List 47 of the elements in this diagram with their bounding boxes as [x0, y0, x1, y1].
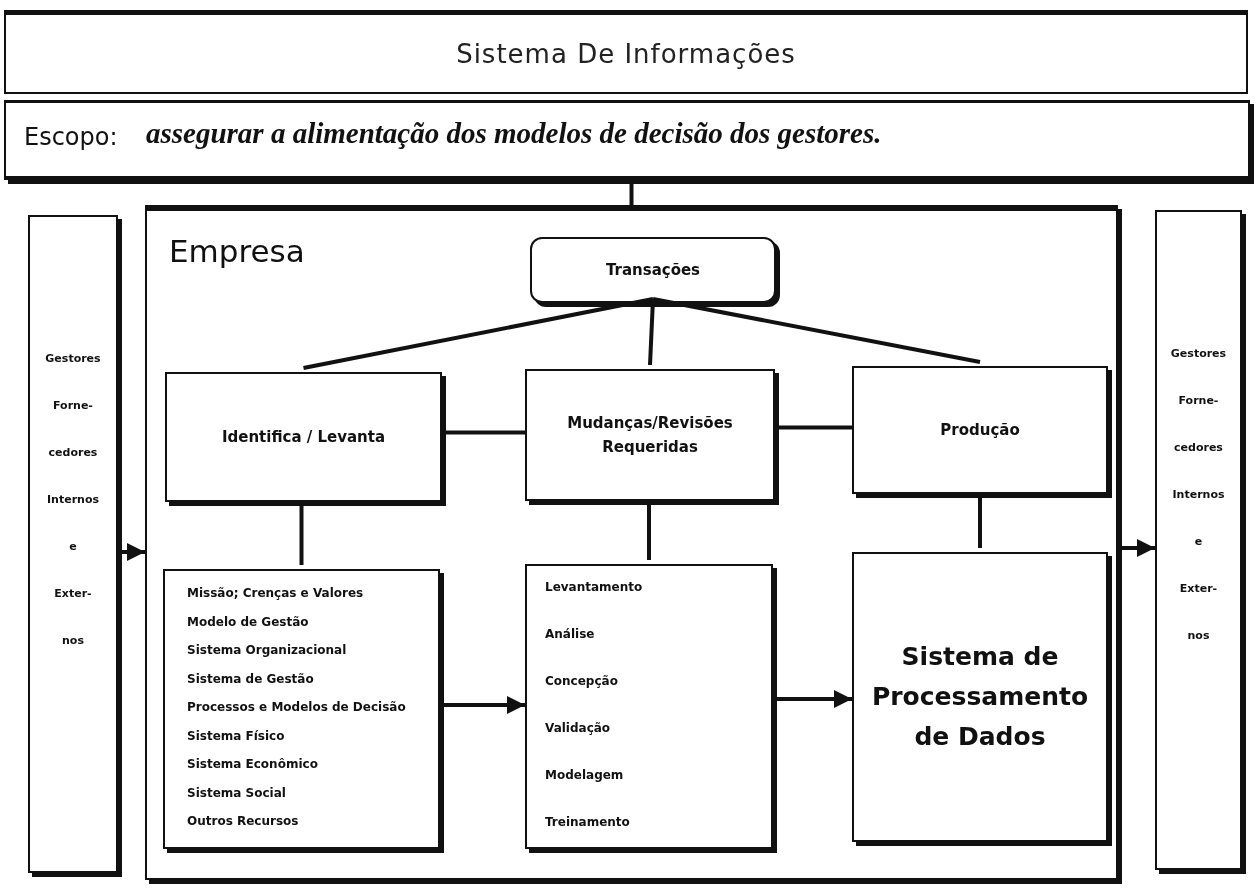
list-item: Sistema Social — [187, 785, 286, 800]
stakeholder-label: Forne- — [52, 399, 94, 412]
connector-line — [652, 297, 981, 364]
box-label: Produção — [939, 420, 1021, 441]
list-item: Modelagem — [545, 768, 624, 782]
box-label: Mudanças/Revisões Requeridas — [566, 413, 734, 458]
stakeholder-label: Exter- — [53, 587, 93, 600]
stakeholder-label: cedores — [47, 446, 99, 459]
list-item: Outros Recursos — [187, 814, 299, 828]
scope-label: Escopo: — [24, 123, 118, 151]
connector-line — [446, 430, 525, 435]
stakeholder-label: Internos — [46, 493, 100, 506]
list-item: Modelo de Gestão — [187, 614, 309, 629]
connector-line — [303, 297, 654, 370]
list-item: Análise — [545, 627, 595, 641]
title-banner: Sistema De Informações — [4, 10, 1248, 94]
box-label: Sistema de Processamento de Dados — [870, 641, 1090, 753]
list-item: Treinamento — [545, 815, 630, 829]
box-label: Transações — [604, 260, 702, 281]
stakeholder-label: cedores — [1173, 441, 1224, 454]
list-item: Processos e Modelos de Decisão — [187, 700, 406, 714]
frame-title: Empresa — [169, 233, 305, 269]
stakeholder-label: e — [1193, 535, 1204, 548]
stakeholder-label: Internos — [1171, 488, 1226, 501]
box-label: Identifica / Levanta — [220, 427, 387, 448]
stakeholder-label: Exter- — [1178, 582, 1219, 595]
stakeholder-label: Gestores — [44, 352, 102, 365]
stakeholder-label: nos — [61, 634, 85, 647]
list-item: Sistema Organizacional — [187, 643, 347, 657]
arrow — [444, 696, 525, 714]
list-item: Missão; Crenças e Valores — [187, 586, 364, 600]
list-item: Sistema de Gestão — [187, 671, 314, 686]
list-item: Validação — [545, 721, 611, 735]
arrow — [122, 543, 145, 561]
stakeholder-label: nos — [1186, 629, 1211, 642]
list-item: Levantamento — [545, 580, 643, 594]
list-item: Concepção — [545, 674, 618, 688]
stakeholder-label: e — [68, 540, 78, 553]
stakeholder-label: Forne- — [1177, 394, 1220, 407]
arrow — [1122, 539, 1155, 557]
stakeholder-label: Gestores — [1169, 347, 1228, 360]
list-item: Sistema Econômico — [187, 757, 318, 771]
connector-line — [779, 425, 852, 430]
list-item: Sistema Físico — [187, 728, 285, 743]
scope-text: assegurar a alimentação dos modelos de decisão dos gestores. — [146, 117, 882, 150]
connector-line — [629, 184, 634, 205]
arrow — [777, 690, 852, 708]
